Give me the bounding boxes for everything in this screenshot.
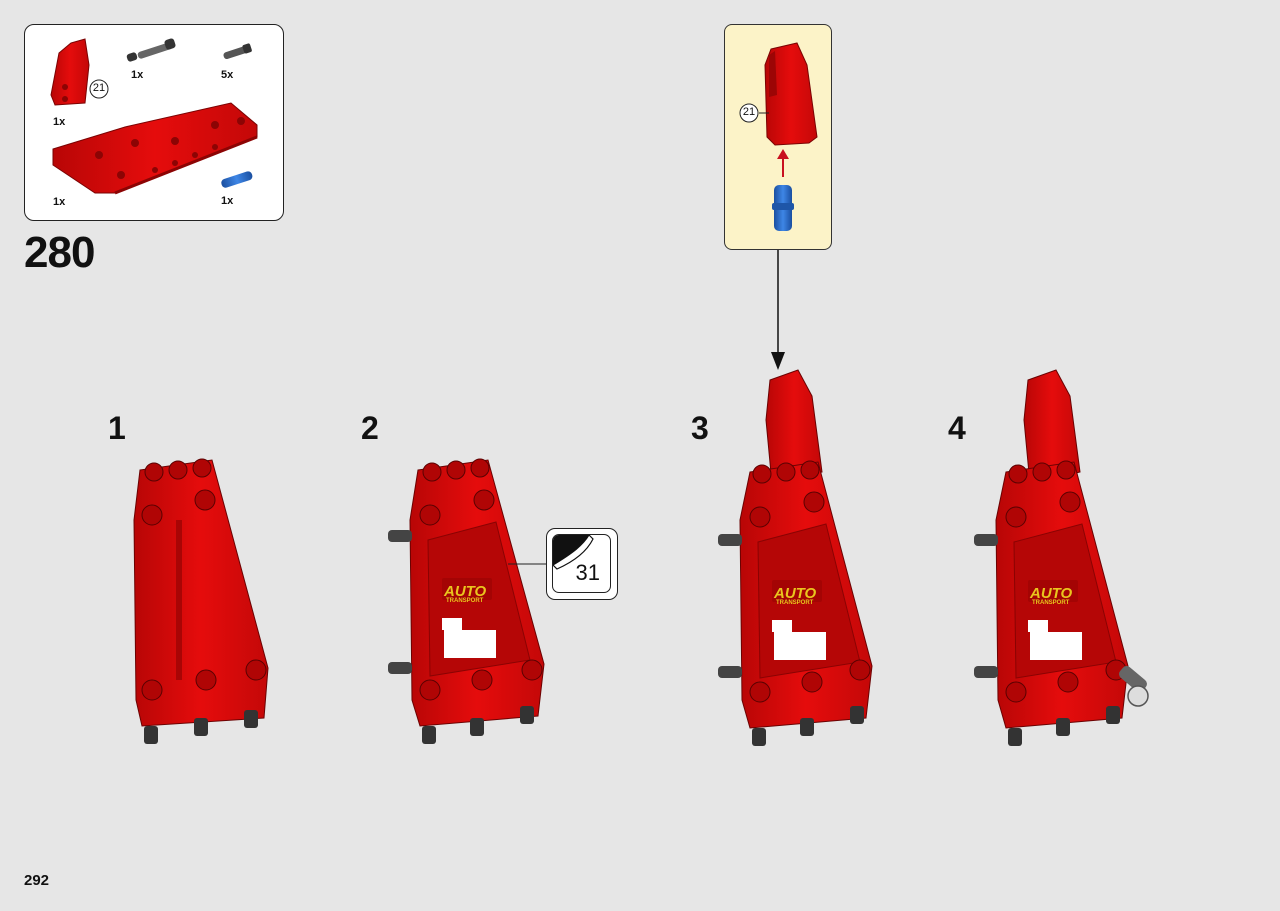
- callout-box: 21: [724, 24, 832, 250]
- model-substep-3: AUTO TRANSPORT: [718, 369, 873, 746]
- qty-gray-axle-pin-long: 1x: [131, 69, 144, 81]
- sticker-corner-icon: [553, 535, 594, 570]
- parts-list-box: 1x 5x 1x 1x 1x 21: [24, 24, 284, 221]
- qty-red-panel-plate: 1x: [53, 196, 66, 208]
- model-substep-2: AUTO TRANSPORT: [388, 458, 546, 744]
- gray-pin-inserted-image: [1119, 666, 1149, 707]
- gray-axle-pin-short-image: [223, 43, 252, 60]
- callout-ref-circle: [739, 103, 759, 123]
- qty-gray-axle-pin-short: 5x: [221, 69, 234, 81]
- callout-ref-label: 21: [742, 106, 756, 118]
- sticker-number: 31: [575, 560, 600, 585]
- model-substep-4: AUTO TRANSPORT: [974, 369, 1149, 746]
- sticker-sub-2: TRANSPORT: [446, 598, 484, 604]
- part-ref-label: 21: [92, 82, 106, 94]
- callout-wing-panel-image: [764, 42, 818, 146]
- substep-label-2: 2: [361, 410, 379, 446]
- sticker-brand-2: AUTO: [443, 583, 487, 600]
- page-number: 292: [24, 872, 50, 889]
- sticker-sub-4: TRANSPORT: [1032, 600, 1070, 606]
- part-ref-circle: [89, 79, 109, 99]
- substep-label-3: 3: [691, 410, 709, 446]
- sticker-reference-box: 31: [546, 528, 618, 600]
- model-substep-1: [133, 458, 269, 744]
- insert-arrow-icon: [777, 149, 789, 177]
- red-panel-plate-image: [52, 102, 258, 195]
- callout-illustration: [739, 42, 818, 231]
- sticker-brand-4: AUTO: [1029, 585, 1073, 602]
- qty-red-curved-wing-panel: 1x: [53, 116, 66, 128]
- gray-axle-pin-long-image: [126, 38, 176, 62]
- red-curved-wing-panel-image: [50, 38, 90, 106]
- substep-label-4: 4: [948, 410, 966, 446]
- step-number: 280: [24, 228, 95, 277]
- sticker-sub-3: TRANSPORT: [776, 600, 814, 606]
- substep-label-1: 1: [108, 410, 126, 446]
- parts-illustrations: [50, 38, 258, 195]
- qty-blue-axle-pin: 1x: [221, 195, 234, 207]
- sticker-brand-3: AUTO: [773, 585, 817, 602]
- callout-blue-pin-image: [772, 185, 794, 231]
- sticker-sheet-icon: 31: [552, 534, 611, 593]
- blue-axle-pin-image: [221, 171, 253, 188]
